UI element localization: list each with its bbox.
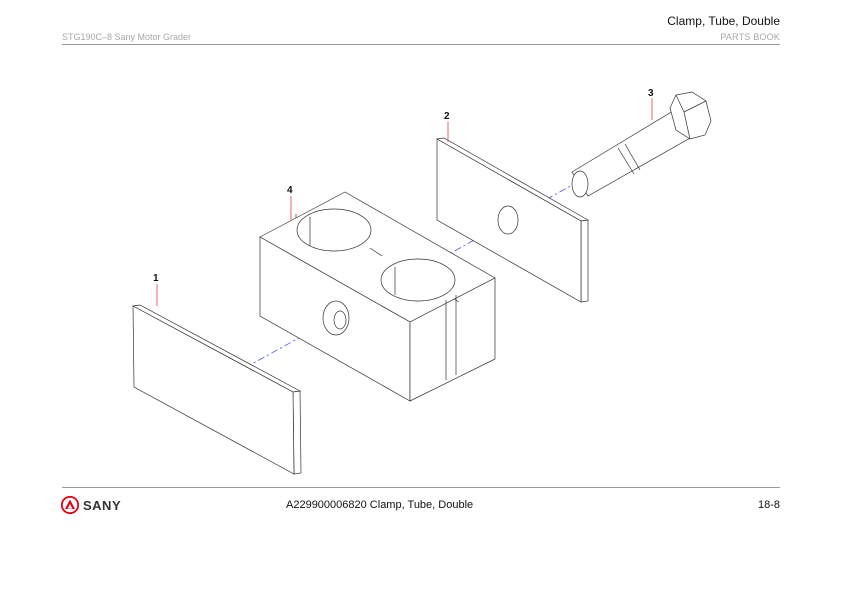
callout-1: 1 [153,273,159,284]
part-4-clamp-body [259,191,496,402]
callout-3: 3 [648,88,654,99]
page-number: 18-8 [757,499,780,511]
sany-logo-icon [60,496,80,514]
part-description: A229900006820 Clamp, Tube, Double [286,499,474,511]
brand-name: SANY [83,497,122,513]
part-2-plate [435,137,590,303]
page-title: Clamp, Tube, Double [667,14,780,28]
callout-2: 2 [444,111,450,122]
footer-divider [62,487,780,488]
part-3-bolt [571,91,712,198]
machine-model: STG190C–8 Sany Motor Grader [62,32,192,42]
part-1-plate [131,304,302,475]
header-divider [62,44,780,45]
book-name: PARTS BOOK [720,32,780,42]
callout-4: 4 [287,185,293,196]
sany-logo: SANY [60,495,121,515]
